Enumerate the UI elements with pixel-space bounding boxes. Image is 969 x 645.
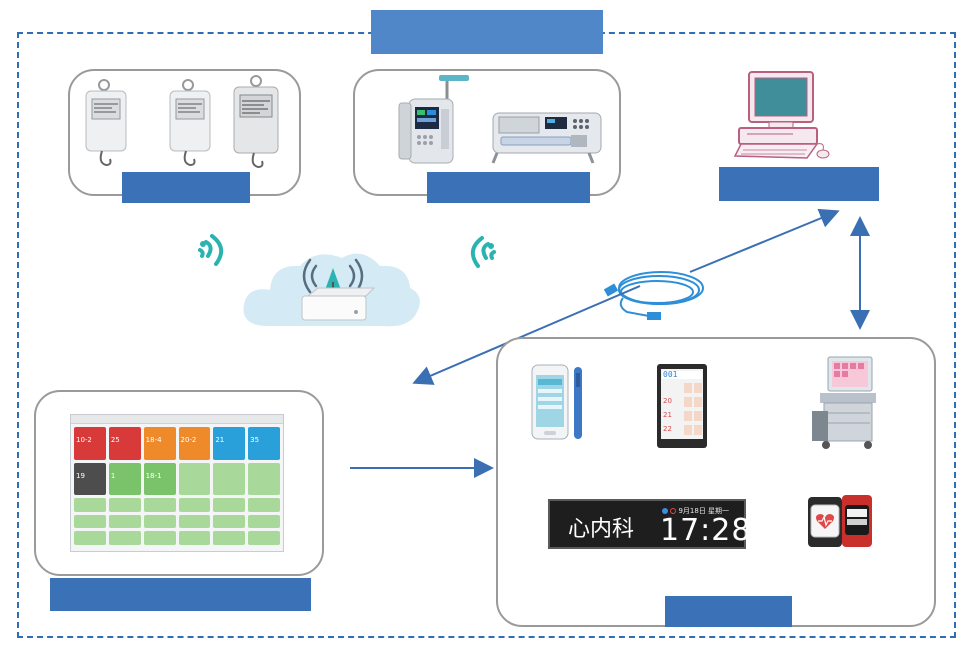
bed-tile: 20-2 — [178, 427, 211, 460]
nurse-station-cart-icon — [810, 355, 880, 451]
bed-tile — [213, 514, 246, 529]
bed-tile: 10-2 — [74, 427, 106, 460]
tablet-row-3: 21 — [663, 411, 672, 419]
bed-tile — [108, 498, 141, 512]
bed-tile — [213, 462, 246, 496]
sensor-devices-panel — [68, 69, 301, 203]
infusion-sensor-device-2 — [166, 77, 216, 173]
workstation-computer-icon — [733, 68, 833, 164]
wifi-signal-left-icon — [198, 232, 234, 274]
bed-tile: 18-1 — [143, 462, 176, 496]
nurse-phone-icon — [530, 363, 594, 443]
infusion-sensor-device-1 — [82, 77, 132, 173]
bed-tile: 19 — [74, 462, 106, 496]
bed-tile — [213, 498, 246, 512]
wireless-cloud-gateway — [238, 242, 424, 336]
tablet-row-2: 20 — [663, 397, 672, 405]
bed-tile — [143, 514, 176, 529]
display-date: 9月18日 星期一 — [662, 506, 742, 516]
bed-tile — [74, 531, 106, 545]
bed-tile-grid: 10-2 25 18-4 20-2 21 35 19 1 18-1 — [71, 424, 283, 548]
bed-tile — [248, 514, 280, 529]
bed-tile: 25 — [108, 427, 141, 460]
wifi-signal-right-icon — [460, 234, 496, 276]
arrow-to-central-monitor — [412, 285, 641, 385]
display-time: 17:28 — [660, 513, 752, 548]
network-cable-icon — [603, 268, 707, 326]
bed-tile — [108, 531, 141, 545]
bed-tile — [213, 531, 246, 545]
bed-tile — [74, 514, 106, 529]
infusion-pumps-panel — [353, 69, 621, 203]
bed-tile — [248, 462, 280, 496]
workstation-label-bar — [719, 167, 879, 201]
bed-tile — [143, 531, 176, 545]
syringe-pump-icon — [489, 107, 609, 169]
central-monitor-label-bar — [50, 578, 311, 611]
terminals-label-bar — [665, 596, 792, 627]
bed-tile: 21 — [213, 427, 246, 460]
bed-tile — [143, 498, 176, 512]
tablet-row-1: 001 — [663, 370, 678, 379]
smartwatch-pair-icon — [804, 493, 874, 549]
bed-tile — [248, 531, 280, 545]
bed-tile: 35 — [248, 427, 280, 460]
tablet-row-4: 22 — [663, 425, 672, 433]
central-monitor-panel: 10-2 25 18-4 20-2 21 35 19 1 18-1 — [34, 390, 324, 576]
monitor-screen-header — [71, 415, 283, 424]
bed-tile — [74, 498, 106, 512]
terminals-panel: 001 20 21 22 心内科 9月18日 星期一 17:28 — [496, 337, 936, 627]
sensors-label-bar — [122, 172, 250, 203]
bedside-tablet-icon: 001 20 21 22 — [656, 363, 708, 449]
pumps-label-bar — [427, 172, 590, 203]
bed-tile — [178, 498, 211, 512]
bed-tile: 1 — [108, 462, 141, 496]
arrow-to-workstation — [689, 208, 840, 273]
infusion-sensor-device-3 — [232, 73, 282, 173]
bed-tile — [178, 514, 211, 529]
bed-tile — [108, 514, 141, 529]
central-monitor-screen: 10-2 25 18-4 20-2 21 35 19 1 18-1 — [70, 414, 284, 552]
display-date-text: 9月18日 星期一 — [678, 507, 730, 515]
infusion-pump-icon — [395, 73, 475, 173]
status-dot-icon — [662, 508, 668, 514]
bed-tile — [178, 531, 211, 545]
bed-tile — [248, 498, 280, 512]
department-name: 心内科 — [568, 517, 635, 542]
bed-tile — [178, 462, 211, 496]
ward-led-display: 心内科 9月18日 星期一 17:28 — [548, 499, 750, 549]
bed-tile: 18-4 — [143, 427, 176, 460]
diagram-title-bar — [371, 10, 603, 54]
